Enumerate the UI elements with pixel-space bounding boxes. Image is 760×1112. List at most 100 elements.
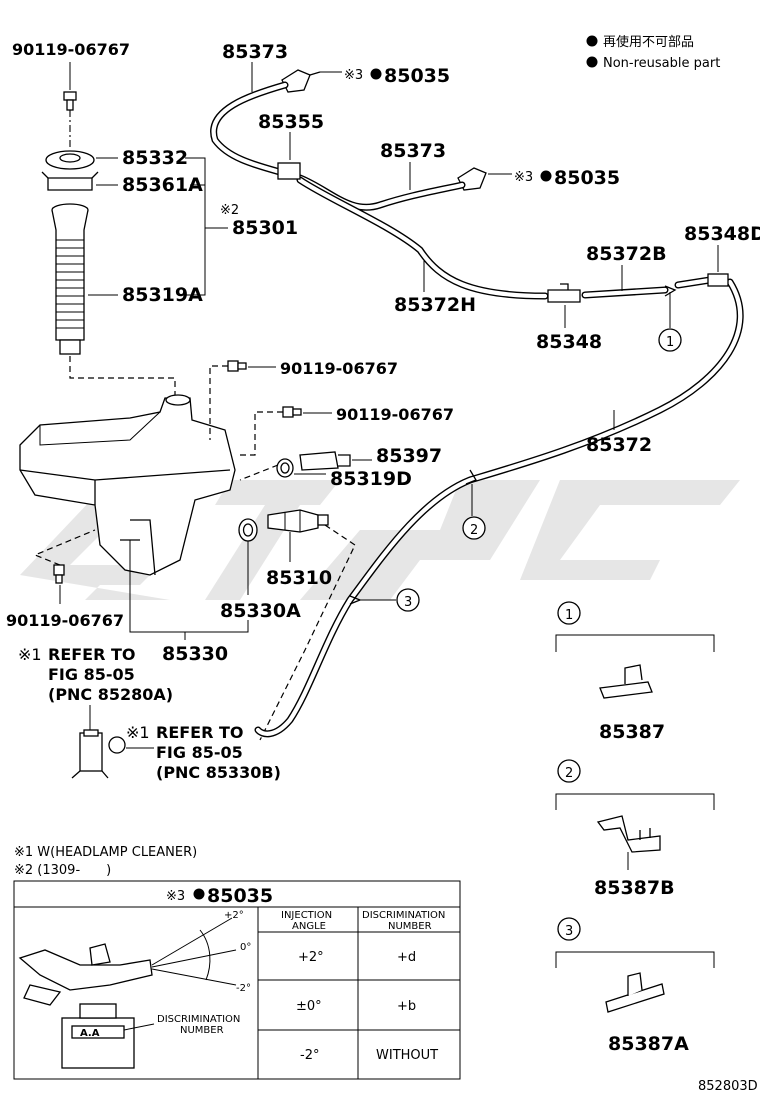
callout-2-label: 2 xyxy=(470,523,478,538)
table-header-angle-1: INJECTION xyxy=(281,910,332,921)
legend: 再使用不可部品 Non-reusable part xyxy=(586,34,720,71)
hose-clip-85387A-icon xyxy=(605,972,665,1013)
part-number-90119-low: 90119-06767 xyxy=(6,611,124,630)
ref2-line1: REFER TO xyxy=(156,723,244,742)
bolt-icon xyxy=(227,360,247,372)
nozzle-angle-table: ※3 85035 INJECTION ANGLE DISCRIMINATION … xyxy=(13,880,461,1080)
part-number-85355: 85355 xyxy=(258,111,324,133)
detail-part-85387B: 85387B xyxy=(594,877,675,899)
bolt-icon xyxy=(282,406,302,418)
nonreusable-dot-icon xyxy=(370,68,382,80)
angle-label-plus2: +2° xyxy=(224,910,244,921)
joint-85348D xyxy=(707,273,729,287)
svg-text:A.A: A.A xyxy=(80,1028,100,1039)
part-number-90119-mid1: 90119-06767 xyxy=(280,359,398,378)
detail-part-85387A: 85387A xyxy=(608,1033,689,1055)
legend-jp: 再使用不可部品 xyxy=(603,34,694,50)
part-number-85330A: 85330A xyxy=(220,600,301,622)
headlamp-washer-motor xyxy=(71,729,126,779)
angle-label-minus2: -2° xyxy=(236,983,251,994)
filler-hose-85319A xyxy=(51,203,89,355)
part-number-85035-b: 85035 xyxy=(554,167,620,189)
part-number-85332: 85332 xyxy=(122,147,188,169)
table-row-2-number: +b xyxy=(397,999,416,1014)
detail-1: 1 85387 xyxy=(555,601,715,743)
ref1-mark: ※1 xyxy=(18,645,42,664)
disc-label-b: NUMBER xyxy=(180,1025,224,1036)
callout-1-label: 1 xyxy=(666,335,674,350)
callout-1 xyxy=(658,328,682,352)
hose-clip-85387-icon xyxy=(599,664,653,699)
part-number-85348: 85348 xyxy=(536,331,602,353)
detail-2-callout: 2 xyxy=(565,766,573,781)
part-number-85301: 85301 xyxy=(232,217,298,239)
part-number-90119-mid2: 90119-06767 xyxy=(336,405,454,424)
table-header-angle-2: ANGLE xyxy=(292,921,326,932)
part-number-85310: 85310 xyxy=(266,567,332,589)
figure-id: 852803D xyxy=(698,1079,758,1094)
table-title-part: 85035 xyxy=(207,885,273,907)
part-number-85372H: 85372H xyxy=(394,294,476,316)
callout-3 xyxy=(396,588,420,612)
grommet-85319D xyxy=(276,458,294,478)
part-number-85319D: 85319D xyxy=(330,468,412,490)
washer-tank-85330 xyxy=(19,394,236,576)
nozzle-a-mark: ※3 xyxy=(344,68,363,83)
part-number-85035-a: 85035 xyxy=(384,65,450,87)
part-number-90119-top: 90119-06767 xyxy=(12,40,130,59)
detail-part-85387: 85387 xyxy=(599,721,665,743)
table-row-2-angle: ±0° xyxy=(296,999,322,1014)
filler-cap-85332 xyxy=(45,150,95,170)
tee-joint-85355 xyxy=(277,162,301,180)
detail-3: 3 85387A xyxy=(555,917,715,1055)
legend-en: Non-reusable part xyxy=(603,56,720,71)
callout-2 xyxy=(462,516,486,540)
nozzle-b-mark: ※3 xyxy=(514,170,533,185)
washer-nozzle-85035-a xyxy=(281,69,321,93)
note-1: ※1 W(HEADLAMP CLEANER) xyxy=(14,845,197,860)
ref1-line2: FIG 85-05 xyxy=(48,665,135,684)
part-number-85330: 85330 xyxy=(162,643,228,665)
level-sensor-85397 xyxy=(299,451,351,471)
table-row-1-angle: +2° xyxy=(298,950,324,965)
ref2-line3: (PNC 85330B) xyxy=(156,763,281,782)
tee-joint-85348 xyxy=(547,283,581,303)
part-number-85361A: 85361A xyxy=(122,174,203,196)
angle-label-0: 0° xyxy=(240,942,251,953)
part-number-85372B: 85372B xyxy=(586,243,667,265)
table-title-mark: ※3 xyxy=(166,889,185,904)
nonreusable-dot-icon xyxy=(540,170,552,182)
ref1-line1: REFER TO xyxy=(48,645,136,664)
part-number-85348D: 85348D xyxy=(684,223,760,245)
bolt-icon xyxy=(63,91,77,111)
table-row-3-angle: -2° xyxy=(300,1048,319,1063)
table-row-1-number: +d xyxy=(397,950,416,965)
bracket-85361A xyxy=(41,171,99,191)
part-number-85373-b: 85373 xyxy=(380,140,446,162)
watermark-logo xyxy=(20,480,740,600)
table-row-3-number: WITHOUT xyxy=(376,1048,438,1063)
nonreusable-dot-icon xyxy=(586,56,598,68)
ref1-line3: (PNC 85280A) xyxy=(48,685,173,704)
table-header-number-2: NUMBER xyxy=(388,921,432,932)
part-number-85397: 85397 xyxy=(376,445,442,467)
table-header-number-1: DISCRIMINATION xyxy=(362,910,445,921)
callout-3-label: 3 xyxy=(404,595,412,610)
nonreusable-dot-icon xyxy=(193,888,205,900)
part-number-85319A: 85319A xyxy=(122,284,203,306)
part-mark-85301: ※2 xyxy=(220,203,239,218)
detail-2: 2 85387B xyxy=(555,759,715,899)
ref2-mark: ※1 xyxy=(126,723,150,742)
reference-note-2: ※1 REFER TO FIG 85-05 (PNC 85330B) xyxy=(126,723,281,782)
washer-pump-85310 xyxy=(267,509,329,533)
note-2: ※2 (1309- ) xyxy=(14,863,111,878)
nonreusable-dot-icon xyxy=(586,35,598,47)
grommet-85330A xyxy=(238,518,258,542)
part-number-85372: 85372 xyxy=(586,434,652,456)
washer-hose-network xyxy=(210,81,744,738)
hose-clip-85387B-icon xyxy=(596,815,661,853)
nozzle-spray-illustration: +2° 0° -2° A.A DISCRIMINATION NUMBER xyxy=(18,910,251,1069)
detail-3-callout: 3 xyxy=(565,924,573,939)
disc-label-a: DISCRIMINATION xyxy=(157,1014,240,1025)
detail-1-callout: 1 xyxy=(565,608,573,623)
